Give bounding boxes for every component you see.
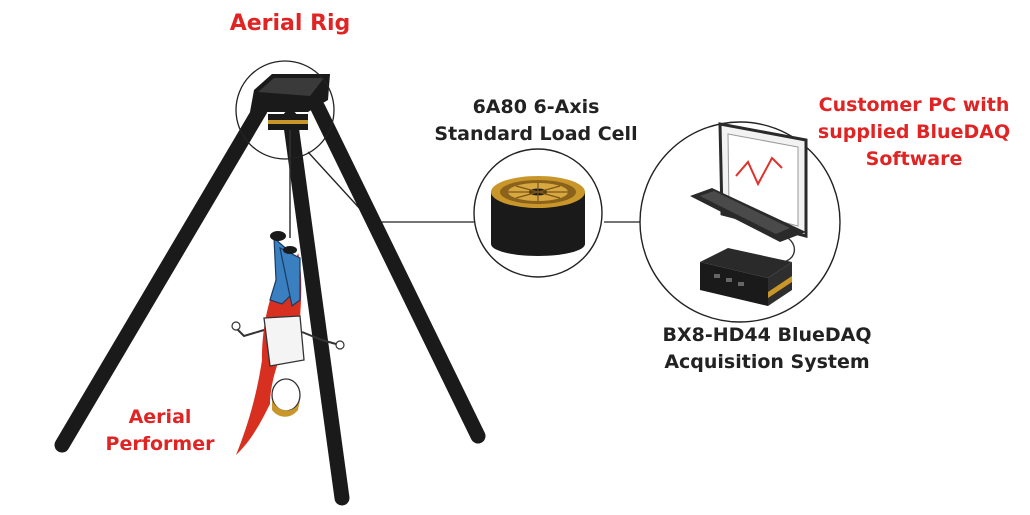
customer-pc-label: Customer PC with supplied BlueDAQ Softwa… <box>800 92 1028 173</box>
customer-pc-label-line1: Customer PC with <box>818 94 1010 116</box>
laptop-icon <box>690 122 808 263</box>
customer-pc-label-line3: Software <box>865 148 963 170</box>
daq-label-line2: Acquisition System <box>664 351 870 373</box>
performer-label: Aerial Performer <box>90 404 230 458</box>
daq-box-icon <box>700 248 792 306</box>
load-cell-label-line2: Standard Load Cell <box>434 123 638 145</box>
rig-detail-circle <box>235 60 335 160</box>
performer-label-line2: Performer <box>105 433 215 455</box>
performer-figure-icon <box>231 231 345 455</box>
load-cell-label: 6A80 6-Axis Standard Load Cell <box>418 94 654 148</box>
daq-label-line1: BX8-HD44 BlueDAQ <box>662 324 872 346</box>
daq-label: BX8-HD44 BlueDAQ Acquisition System <box>624 322 910 376</box>
load-cell-icon <box>473 148 603 278</box>
performer-label-line1: Aerial <box>128 406 192 428</box>
tripod-rig-icon <box>54 74 486 506</box>
aerial-rig-label: Aerial Rig <box>229 11 351 36</box>
customer-pc-label-line2: supplied BlueDAQ <box>817 121 1011 143</box>
load-cell-label-line1: 6A80 6-Axis <box>472 96 600 118</box>
